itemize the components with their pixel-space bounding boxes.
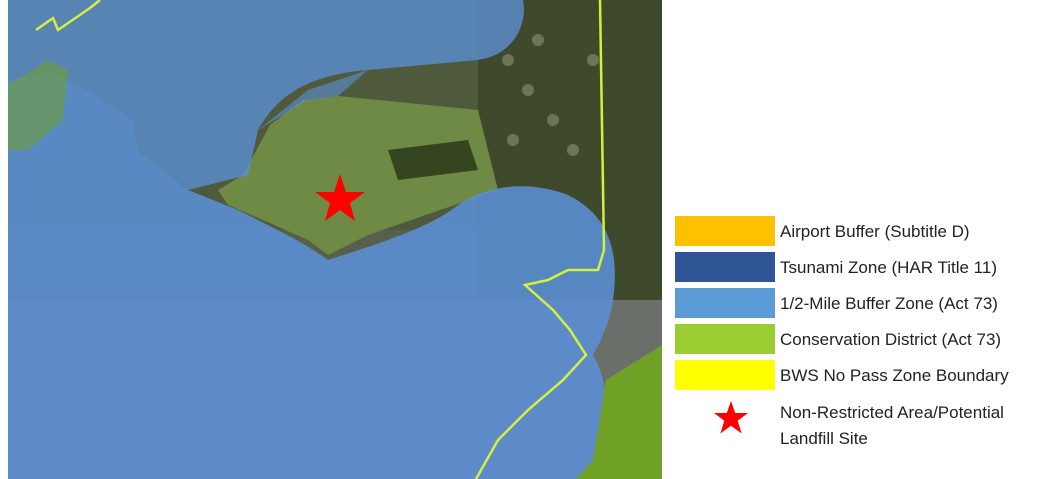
tsunami-zone-swatch <box>675 252 775 282</box>
conservation-patch-se <box>576 345 662 479</box>
site-field <box>218 96 498 255</box>
legend-label-line-1: Non-Restricted Area/Potential <box>780 403 1004 422</box>
half-mile-buffer-swatch <box>675 288 775 318</box>
legend-item-half-mile-buffer: 1/2-Mile Buffer Zone (Act 73) <box>675 286 1063 321</box>
buffer-zone-layer <box>8 0 615 479</box>
map-svg <box>8 0 662 479</box>
site-woodland <box>388 140 478 180</box>
map-view[interactable] <box>8 0 662 479</box>
boundary-line-east <box>474 0 606 479</box>
conservation-patch-nw <box>8 60 68 150</box>
airport-buffer-swatch <box>675 216 775 246</box>
legend-item-landfill-site: Non-Restricted Area/Potential Landfill S… <box>675 394 1063 454</box>
legend-label-line-2: Landfill Site <box>780 429 868 448</box>
boundary-line-nw <box>35 0 101 32</box>
legend-label: Conservation District (Act 73) <box>780 330 1002 349</box>
legend-label: Airport Buffer (Subtitle D) <box>780 222 970 241</box>
legend-item-airport-buffer: Airport Buffer (Subtitle D) <box>675 214 1063 249</box>
legend-label: BWS No Pass Zone Boundary <box>780 366 1009 385</box>
legend-item-bws-boundary: BWS No Pass Zone Boundary <box>675 358 1063 393</box>
legend-label: Tsunami Zone (HAR Title 11) <box>780 258 997 277</box>
legend-item-tsunami-zone: Tsunami Zone (HAR Title 11) <box>675 250 1063 285</box>
satellite-field-dots <box>502 34 599 156</box>
legend-item-conservation-district: Conservation District (Act 73) <box>675 322 1063 357</box>
conservation-district-swatch <box>675 324 775 354</box>
bws-boundary-swatch <box>675 360 775 390</box>
legend-label: 1/2-Mile Buffer Zone (Act 73) <box>780 294 998 313</box>
star-icon <box>714 401 748 434</box>
legend-label: Non-Restricted Area/Potential Landfill S… <box>780 400 1063 452</box>
landfill-site-star-marker[interactable] <box>315 174 365 221</box>
map-legend: Airport Buffer (Subtitle D) Tsunami Zone… <box>675 214 1063 455</box>
